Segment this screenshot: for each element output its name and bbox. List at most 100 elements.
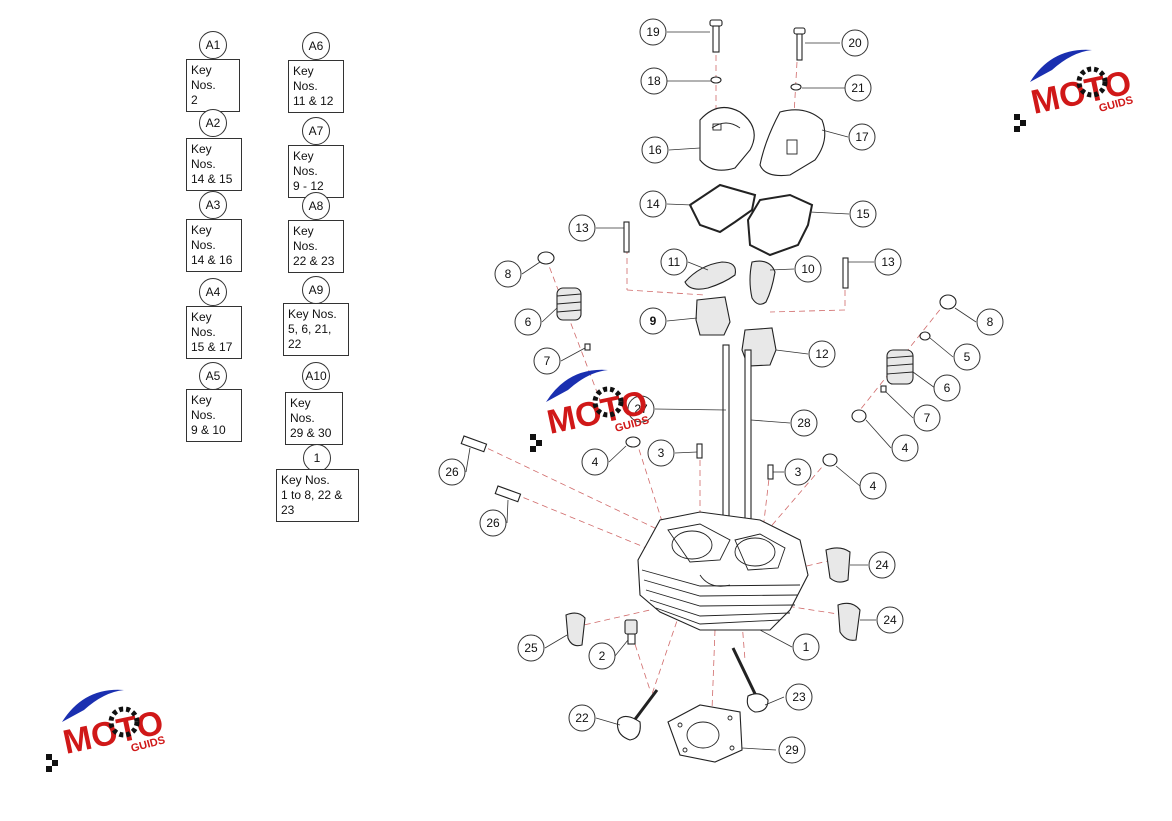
kit-badge-a5: A5 — [199, 362, 227, 390]
head-gasket-29 — [667, 704, 743, 763]
callout-16: 16 — [641, 136, 669, 164]
callout-number: 29 — [785, 743, 799, 757]
stud-13-left — [623, 221, 630, 253]
bolt-20 — [793, 27, 806, 61]
gear-icon — [592, 386, 624, 418]
callout-number: 14 — [646, 197, 660, 211]
kit-badge-a9: A9 — [302, 276, 330, 304]
callout-leaders — [465, 31, 977, 751]
callout-number: 26 — [486, 516, 500, 530]
callout-5: 5 — [953, 343, 981, 371]
callout-24: 24 — [876, 606, 904, 634]
cotter-7-left — [584, 343, 591, 351]
callout-13: 13 — [874, 248, 902, 276]
callout-number: 6 — [944, 381, 951, 395]
callout-21: 21 — [844, 74, 872, 102]
callout-number: 4 — [870, 479, 877, 493]
callout-29: 29 — [778, 736, 806, 764]
callout-8: 8 — [976, 308, 1004, 336]
callout-number: 8 — [505, 267, 512, 281]
kit-box-a7: Key Nos. 9 - 12 — [288, 145, 344, 198]
pushrod-28 — [744, 349, 752, 526]
dowel-3-left — [696, 443, 703, 459]
moto-guids-watermark-top-right: MOTO GUIDS — [1014, 49, 1135, 132]
part-24-lower — [837, 602, 861, 641]
callout-15: 15 — [849, 200, 877, 228]
callout-17: 17 — [848, 123, 876, 151]
callout-number: 21 — [851, 81, 865, 95]
part-25 — [565, 612, 586, 647]
kit-badge-a4: A4 — [199, 278, 227, 306]
kit-box-a8: Key Nos. 22 & 23 — [288, 220, 344, 273]
part-24-upper — [825, 547, 851, 583]
callout-number: 2 — [599, 649, 606, 663]
callout-number: 23 — [792, 690, 806, 704]
valve-spring-6-left — [556, 287, 582, 321]
washer-4-left — [625, 436, 641, 448]
kit-box-1: Key Nos. 1 to 8, 22 & 23 — [276, 469, 359, 522]
kit-badge-a6: A6 — [302, 32, 330, 60]
callout-8: 8 — [494, 260, 522, 288]
callout-7: 7 — [533, 347, 561, 375]
stud-26-upper — [460, 435, 488, 453]
callout-22: 22 — [568, 704, 596, 732]
callout-23: 23 — [785, 683, 813, 711]
callout-3: 3 — [784, 458, 812, 486]
callout-number: 19 — [646, 25, 660, 39]
callout-number: 22 — [575, 711, 589, 725]
kit-badge-a8: A8 — [302, 192, 330, 220]
callout-4: 4 — [859, 472, 887, 500]
callout-number: 7 — [544, 354, 551, 368]
callout-25: 25 — [517, 634, 545, 662]
callout-26: 26 — [479, 509, 507, 537]
callout-6: 6 — [933, 374, 961, 402]
callout-number: 13 — [881, 255, 895, 269]
valve-23 — [731, 647, 769, 713]
kit-badge-a3: A3 — [199, 191, 227, 219]
kit-badge-a2: A2 — [199, 109, 227, 137]
kit-box-a2: Key Nos. 14 & 15 — [186, 138, 242, 191]
callout-19: 19 — [639, 18, 667, 46]
callout-number: 24 — [875, 558, 889, 572]
kit-box-a6: Key Nos. 11 & 12 — [288, 60, 344, 113]
callout-7: 7 — [913, 404, 941, 432]
stud-13-right — [842, 257, 849, 289]
callout-number: 3 — [795, 465, 802, 479]
callout-number: 6 — [525, 315, 532, 329]
callout-14: 14 — [639, 190, 667, 218]
kit-box-a3: Key Nos. 14 & 16 — [186, 219, 242, 272]
callout-27: 27 — [627, 395, 655, 423]
callout-20: 20 — [841, 29, 869, 57]
stud-26-lower — [494, 485, 522, 503]
washer-21 — [790, 83, 802, 91]
callout-4: 4 — [581, 448, 609, 476]
bolt-19 — [709, 19, 723, 53]
valve-spring-6-right — [886, 349, 914, 385]
callout-number: 27 — [634, 402, 648, 416]
callout-number: 17 — [855, 130, 869, 144]
valve-cap-8-left — [537, 251, 555, 265]
callout-number: 13 — [575, 221, 589, 235]
callout-number: 11 — [668, 255, 681, 269]
pushrod-27 — [722, 344, 730, 521]
washer-4-right-upper — [851, 409, 867, 423]
kit-box-a10: Key Nos. 29 & 30 — [285, 392, 343, 445]
callout-1: 1 — [792, 633, 820, 661]
kit-badge-a1: A1 — [199, 31, 227, 59]
rocker-arm-10 — [749, 260, 776, 305]
callout-number: 20 — [848, 36, 862, 50]
kit-box-a9: Key Nos. 5, 6, 21, 22 — [283, 303, 349, 356]
retainer-5-right — [919, 331, 931, 341]
rocker-arm-11 — [684, 261, 737, 290]
cotter-7-right — [880, 385, 887, 393]
callout-12: 12 — [808, 340, 836, 368]
rocker-cover-16 — [699, 106, 755, 171]
callout-3: 3 — [647, 439, 675, 467]
kit-box-a5: Key Nos. 9 & 10 — [186, 389, 242, 442]
assembly-lines — [469, 55, 947, 711]
callout-13: 13 — [568, 214, 596, 242]
callout-number: 26 — [445, 465, 459, 479]
callout-number: 4 — [592, 455, 599, 469]
